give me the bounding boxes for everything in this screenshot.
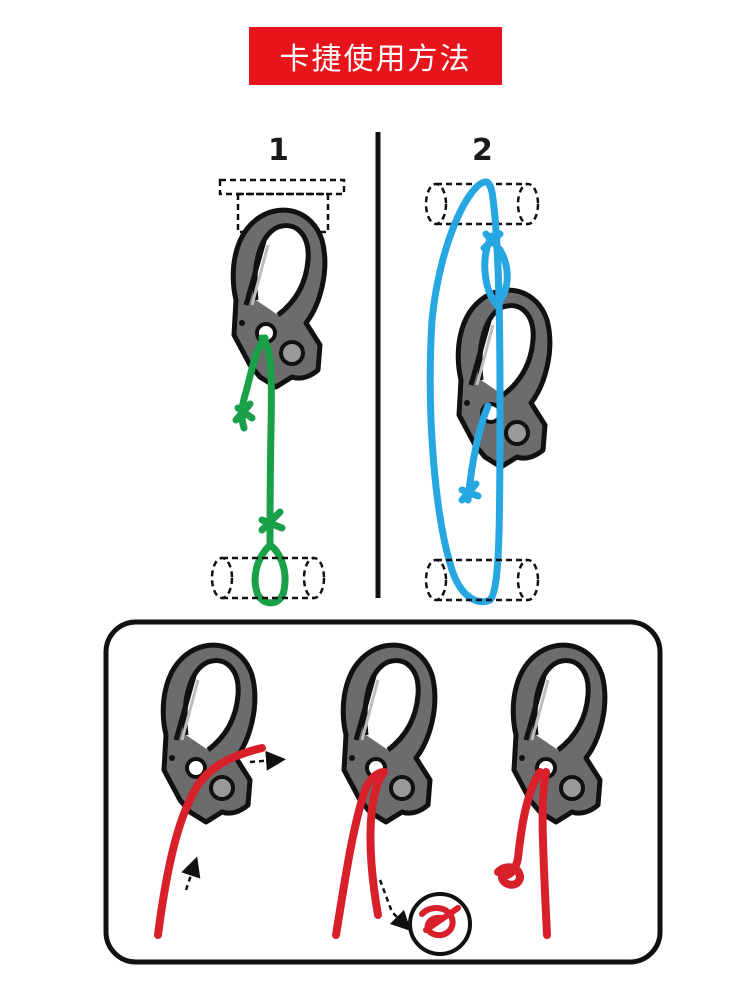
anchor-pipe-icon [210,556,326,600]
snap-hook-icon [343,645,435,822]
step-number-2: 2 [472,133,493,168]
detail-step-c [494,645,605,939]
red-cord [332,768,388,939]
red-cord [154,744,266,939]
arrow-icon [378,879,412,932]
snap-hook-icon [163,645,255,822]
detail-step-b [332,645,472,956]
snap-hook-icon [233,210,325,387]
title-text: 卡捷使用方法 [279,42,472,77]
step-1-group [210,178,346,607]
anchor-pipe-icon [424,558,540,602]
blue-cord [426,178,511,606]
snap-hook-icon [458,290,550,467]
step-number-1: 1 [268,133,289,168]
red-cord [494,768,551,939]
step-2-group [424,178,550,606]
title-banner: 卡捷使用方法 [249,27,502,85]
anchor-pipe-icon [424,182,540,226]
arrow-icon [181,856,201,891]
arrow-icon [249,750,286,771]
green-cord [232,334,289,607]
detail-step-a [154,645,286,939]
